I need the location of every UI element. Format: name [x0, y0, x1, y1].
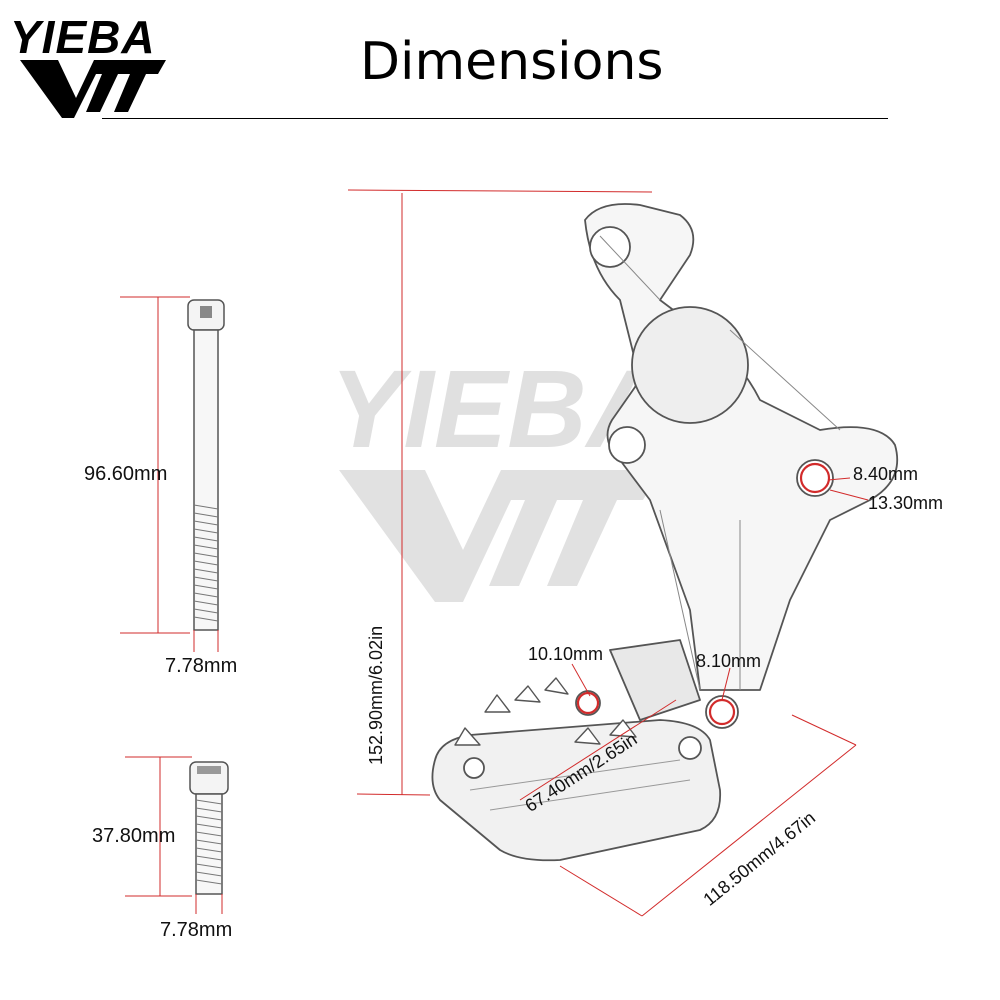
top-hole-inner-label: 8.40mm [853, 464, 919, 484]
long-bolt-icon [187, 299, 225, 631]
long-bolt-diameter-label: 7.78mm [165, 655, 238, 677]
yieba-logo-mark-icon [20, 60, 166, 118]
short-bolt-dimension-lines [125, 756, 223, 914]
short-bolt-icon [189, 761, 229, 895]
peg-hole-left-label: 10.10mm [528, 644, 604, 664]
top-hole-outer-label: 13.30mm [868, 493, 944, 513]
long-bolt-dimension-lines [120, 296, 219, 652]
footpeg-bracket-illustration [431, 203, 899, 862]
brand-logo-text: YIEBA [10, 11, 156, 63]
page-title: Dimensions [360, 32, 664, 92]
hole-highlight-rings [576, 462, 831, 726]
watermark-logo-icon [339, 470, 661, 602]
title-divider [102, 118, 888, 119]
peg-hole-right-label: 8.10mm [696, 651, 762, 671]
short-bolt-diameter-label: 7.78mm [160, 919, 233, 941]
long-bolt-length-label: 96.60mm [84, 463, 168, 485]
bracket-dimension-lines [347, 189, 869, 917]
total-height-label: 152.90mm/6.02in [366, 625, 386, 765]
short-bolt-length-label: 37.80mm [92, 825, 176, 847]
